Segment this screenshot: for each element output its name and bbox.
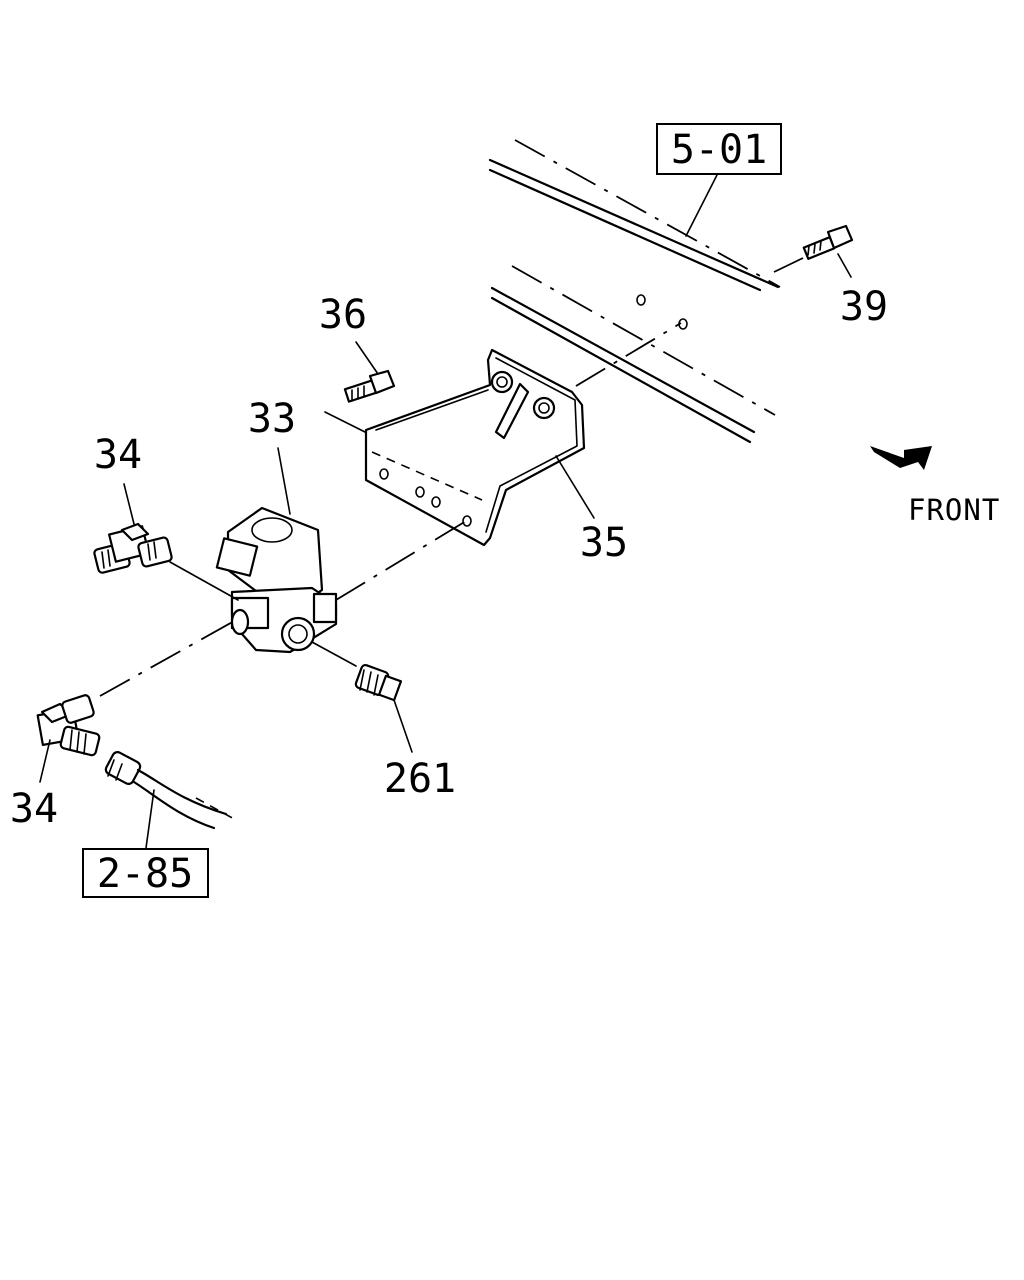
leader-5-01 — [685, 174, 718, 237]
centerline-34-lower — [99, 619, 237, 697]
bolt-36-icon — [343, 369, 396, 403]
valve-33 — [215, 506, 338, 654]
part-label-261: 261 — [384, 756, 456, 802]
bolt-39-icon — [802, 224, 854, 260]
reference-box-2-85[interactable]: 2-85 — [82, 848, 209, 898]
leader-34-lower — [39, 739, 51, 783]
centerline-39 — [773, 257, 804, 273]
reference-label-5-01: 5-01 — [671, 127, 767, 173]
part-label-34-upper: 34 — [94, 432, 142, 478]
leader-39 — [837, 253, 852, 278]
leader-33 — [277, 447, 291, 515]
centerline-261 — [311, 641, 357, 667]
part-label-35: 35 — [580, 520, 628, 566]
front-label: FRONT — [908, 493, 1000, 527]
part-label-39: 39 — [840, 284, 888, 330]
elbow-fitting-34-lower-icon — [36, 694, 101, 757]
centerline-36 — [324, 411, 366, 433]
centerline-34-upper — [169, 561, 239, 601]
elbow-fitting-34-upper-icon — [93, 522, 173, 574]
frame-rail — [488, 139, 781, 444]
leader-35 — [555, 455, 595, 519]
reference-box-5-01[interactable]: 5-01 — [656, 123, 782, 175]
leader-261 — [393, 699, 413, 753]
part-label-34-lower: 34 — [10, 786, 58, 832]
leader-36 — [355, 341, 379, 375]
part-label-36: 36 — [319, 292, 367, 338]
leader-34-upper — [123, 483, 135, 525]
leader-2-85 — [145, 789, 155, 849]
part-label-33: 33 — [248, 396, 296, 442]
bracket-35 — [364, 348, 586, 547]
reference-label-2-85: 2-85 — [97, 851, 193, 897]
centerline-valve-bracket — [335, 520, 467, 601]
front-arrow-icon — [870, 446, 932, 470]
centerline-bracket-frame — [575, 322, 682, 387]
plug-261-icon — [354, 663, 403, 702]
air-hose-harness — [104, 751, 237, 830]
